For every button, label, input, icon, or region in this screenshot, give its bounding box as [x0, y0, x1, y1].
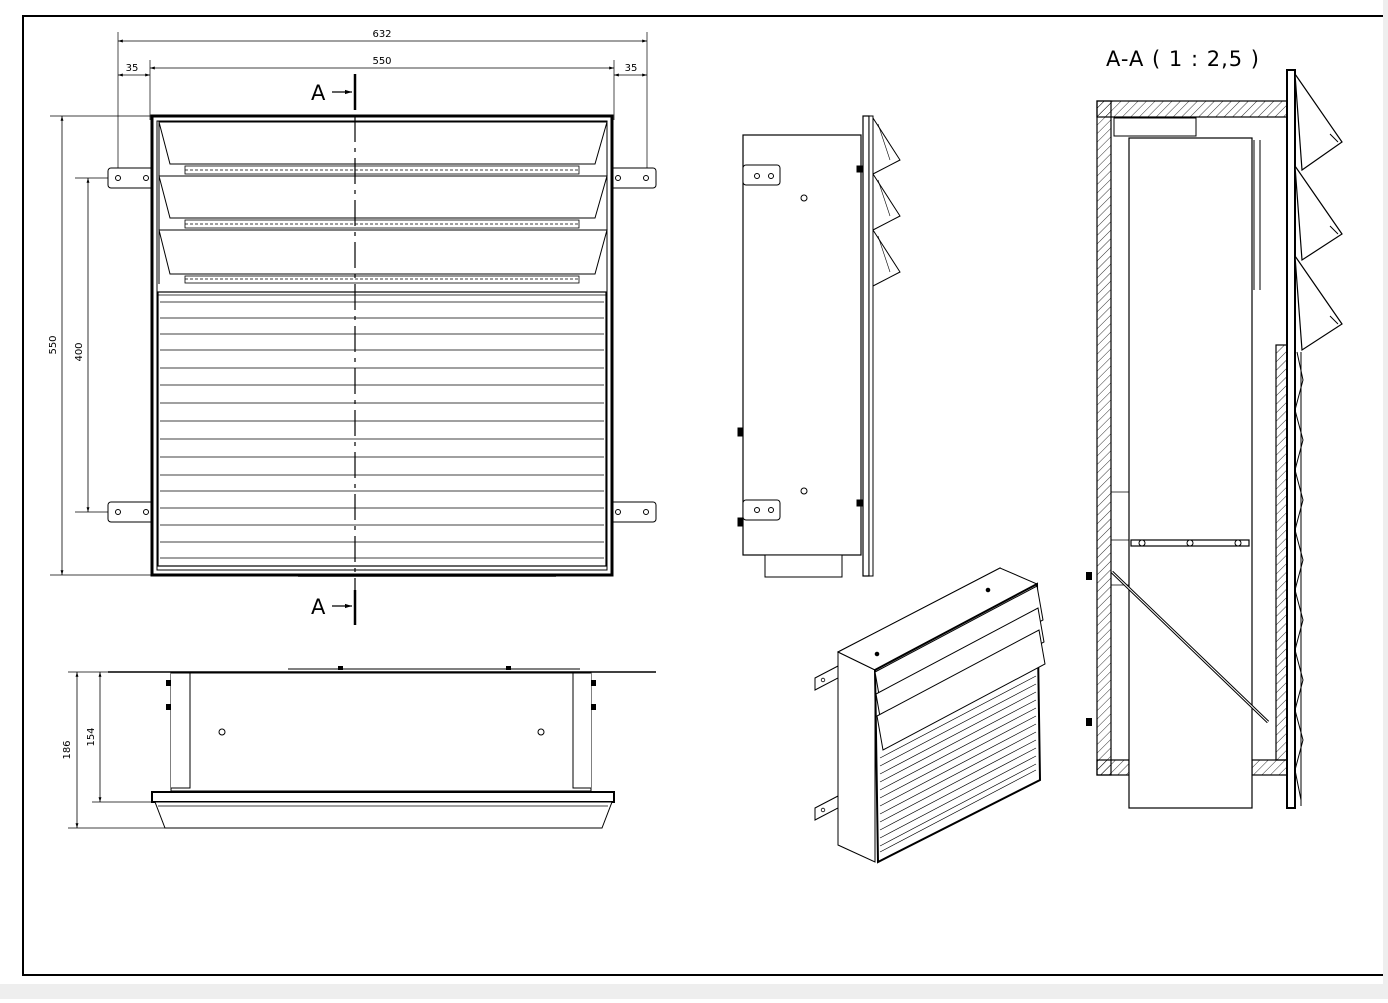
side-blade	[872, 172, 901, 231]
bracket-stud	[166, 704, 171, 710]
side-blade	[872, 116, 901, 175]
side-flange	[862, 115, 870, 577]
section-blade	[1294, 253, 1343, 352]
bracket-stud	[591, 704, 596, 710]
louver-base-bottom	[154, 801, 613, 829]
blade-hinge-rows	[184, 165, 580, 284]
section-bottom-wall-right	[1251, 759, 1288, 776]
section-bottom-wall-left	[1096, 759, 1130, 776]
housing-body	[170, 672, 592, 792]
dim-overall-depth: 186	[62, 740, 73, 759]
bottom-margin-band	[0, 984, 1388, 999]
louver-blades	[158, 121, 608, 284]
louver-frame-inner	[156, 120, 608, 571]
section-left-wall	[1096, 100, 1112, 776]
dim-overall-height: 550	[48, 335, 59, 354]
iso-bracket	[814, 795, 839, 821]
dim-overall-width: 632	[372, 29, 391, 40]
section-marker-top: A	[311, 81, 326, 105]
front-view: 632 550 35 35 550 400	[48, 29, 657, 625]
dim-right-offset: 35	[625, 63, 638, 74]
right-bracket-profile	[572, 672, 591, 789]
section-blade	[1294, 163, 1343, 262]
section-stud	[1086, 718, 1092, 726]
iso-bracket	[814, 665, 839, 691]
dim-inner-width: 550	[372, 56, 391, 67]
side-stud	[856, 499, 864, 507]
left-bracket-profile	[171, 672, 191, 789]
section-stud	[1086, 572, 1092, 580]
section-blade	[1294, 71, 1343, 172]
iso-slats	[879, 675, 1037, 853]
section-top-wall	[1096, 100, 1288, 118]
dim-left-offset: 35	[126, 63, 139, 74]
bracket-stud	[166, 680, 171, 686]
section-front-flange	[1286, 69, 1296, 809]
mount-hole	[537, 728, 545, 736]
isometric-view	[814, 567, 1046, 864]
section-actuator-rod-inner	[1111, 571, 1269, 723]
side-blade	[872, 228, 901, 287]
louver-base-top	[151, 791, 615, 803]
dim-inner-height: 400	[74, 342, 85, 361]
iso-blade	[876, 629, 1046, 751]
dim-body-depth: 154	[86, 727, 97, 746]
section-marker-bottom: A	[311, 595, 326, 619]
top-view: 186 154	[62, 666, 656, 829]
filter-panel	[157, 291, 607, 567]
side-view	[737, 115, 901, 578]
filter-slats	[160, 301, 604, 559]
screw-head	[338, 666, 343, 670]
side-housing	[742, 134, 862, 556]
section-top-block	[1113, 117, 1197, 137]
side-housing-spigot	[764, 554, 843, 578]
side-stud	[737, 517, 744, 527]
side-flange-lip	[868, 115, 874, 577]
bracket-stud	[591, 680, 596, 686]
section-filter-zigzag	[1294, 351, 1304, 801]
side-bracket	[742, 499, 781, 521]
section-title: A-A ( 1 : 2,5 )	[1106, 47, 1260, 71]
screw-head	[506, 666, 511, 670]
section-duct	[1128, 137, 1253, 809]
right-margin-band	[1383, 0, 1388, 984]
section-view-a-a: A-A ( 1 : 2,5 )	[1086, 47, 1343, 809]
side-stud	[856, 165, 864, 173]
mount-hole	[218, 728, 226, 736]
side-bracket	[742, 164, 781, 186]
iso-housing-side	[837, 651, 876, 863]
side-stud	[737, 427, 744, 437]
